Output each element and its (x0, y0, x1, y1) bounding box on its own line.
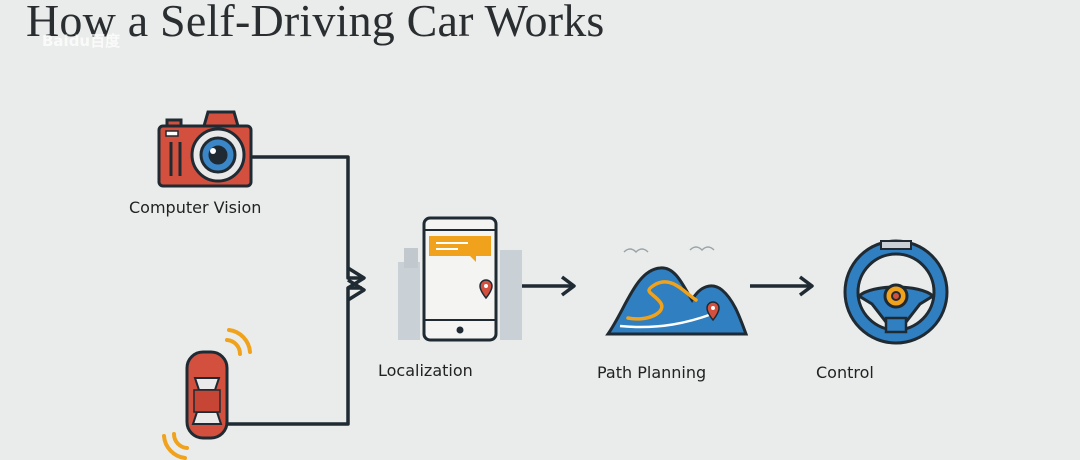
steering-wheel-icon (843, 239, 949, 345)
label-localization: Localization (378, 361, 473, 380)
car-icon (162, 328, 252, 460)
connector-lines (226, 155, 814, 426)
arrow-path-control-head (798, 275, 814, 297)
vision-connector (252, 155, 362, 280)
label-path-planning: Path Planning (597, 363, 707, 382)
watermark: Baidu百度 (42, 32, 121, 50)
mountain-path-icon (605, 246, 749, 336)
merge-arrowhead-2 (347, 278, 366, 302)
arrow-loc-path-head (560, 275, 576, 297)
camera-icon (157, 110, 253, 188)
phone-map-icon (398, 216, 522, 342)
label-computer-vision: Computer Vision (129, 198, 262, 217)
label-control: Control (816, 363, 874, 382)
car-connector (226, 286, 362, 426)
page-title: How a Self-Driving Car Works (26, 0, 605, 46)
